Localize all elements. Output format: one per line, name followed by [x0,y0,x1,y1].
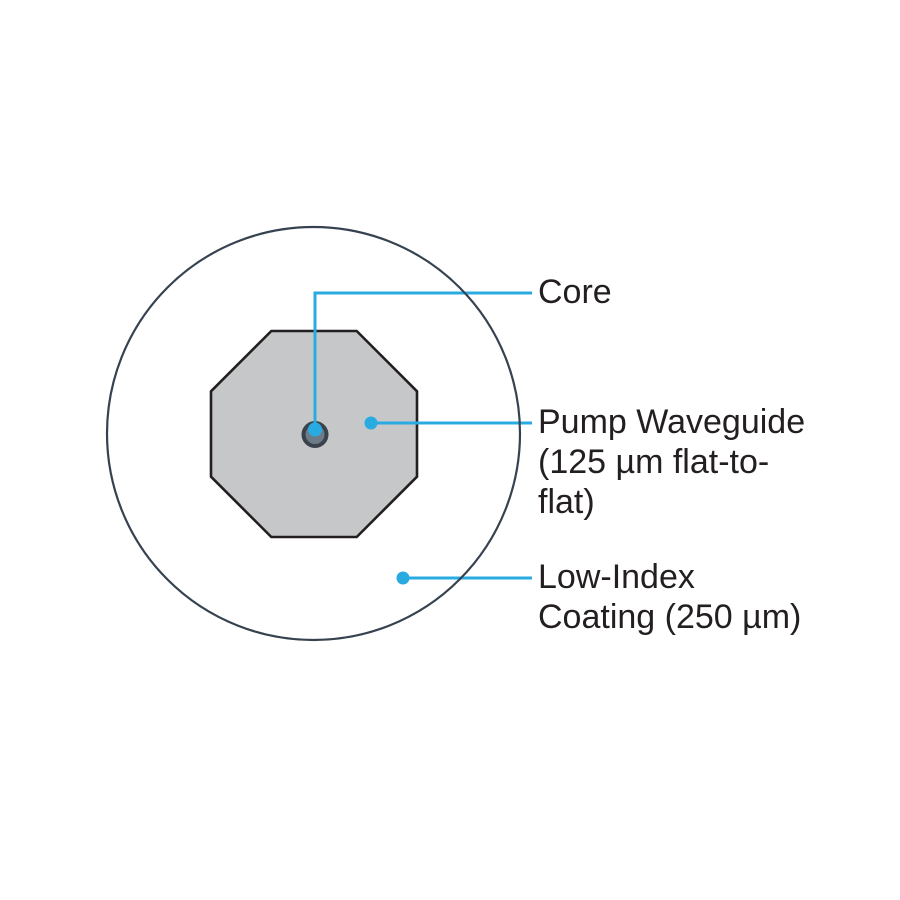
pump-leader-marker-dot [364,416,378,430]
core-label: Core [538,273,612,311]
low-index-coating-label: Low-Index Coating (250 µm) [538,558,802,636]
low-index-leader-marker-dot [396,571,410,585]
pump-waveguide-label: Pump Waveguide (125 µm flat-to- flat) [538,403,806,521]
low-index-coating-circle [105,225,522,642]
core-leader-marker-dot [308,422,322,437]
core-leader-line [313,291,532,429]
